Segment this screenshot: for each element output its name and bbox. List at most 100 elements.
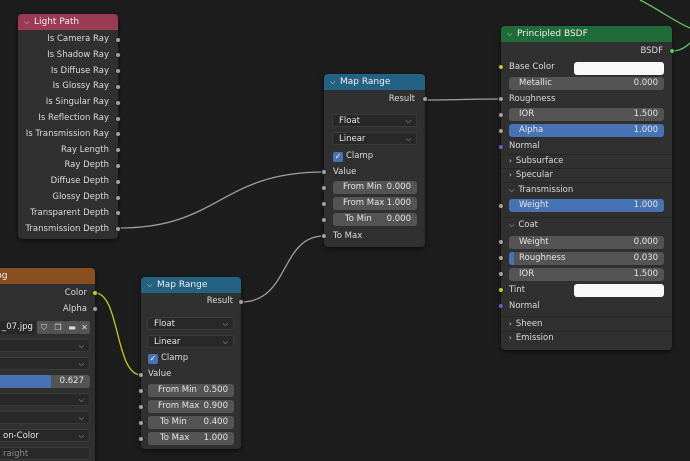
image-filename-field[interactable]: _07.jpg [0,321,36,334]
result-socket[interactable] [422,96,428,102]
blend-slider[interactable]: 0.627 [0,375,90,388]
emission-panel[interactable]: ›Emission [509,333,554,343]
light-path-output-socket[interactable] [115,131,121,138]
folder-icon[interactable]: ▬ [65,321,79,334]
chevron-down-icon: ⌵ [78,396,84,404]
close-icon[interactable]: ✕ [79,321,90,334]
interpolation-select[interactable]: ⌵ [0,339,90,352]
data-type-select[interactable]: Float⌵ [332,114,417,127]
duplicate-icon[interactable]: ❐ [51,321,65,334]
normal-socket[interactable] [498,144,504,150]
extension-select[interactable]: ⌵ [0,393,90,406]
from-min-socket[interactable] [138,388,144,394]
light-path-output-socket[interactable] [115,52,121,59]
principled-bsdf-header[interactable]: ⌵ Principled BSDF [501,26,672,42]
map-range-bottom-node[interactable]: ⌵ Map Range Result Float⌵ Linear⌵ ✓ Clam… [138,277,244,449]
value-socket[interactable] [321,169,327,175]
chevron-down-icon: ⌵ [78,432,84,440]
image-texture-header[interactable]: pg [0,268,95,284]
coat-normal-socket[interactable] [498,303,504,309]
coat-ior-socket[interactable] [498,271,504,277]
alpha-socket[interactable] [92,306,98,312]
principled-bsdf-node[interactable]: ⌵ Principled BSDF BSDF Base Color Metall… [498,26,675,350]
map-range-top-node[interactable]: ⌵ Map Range Result Float⌵ Linear⌵ ✓ Clam… [321,74,428,247]
color-socket[interactable] [92,290,98,296]
ior-socket[interactable] [498,112,504,118]
value-socket[interactable] [138,372,144,378]
light-path-output-socket[interactable] [115,194,121,201]
result-socket[interactable] [238,299,244,305]
tint-swatch[interactable] [574,284,664,297]
light-path-output-socket[interactable] [115,68,121,75]
base-color-socket[interactable] [498,64,504,70]
subsurface-panel[interactable]: ›Subsurface [509,156,564,166]
from-max-socket[interactable] [138,404,144,410]
chevron-down-icon[interactable]: ⌵ [147,280,153,289]
to-max-socket[interactable] [321,233,327,239]
light-path-output-socket[interactable] [115,115,121,122]
roughness-socket[interactable] [498,96,504,102]
image-texture-node[interactable]: pg Color Alpha _07.jpg ⛉ ❐ ▬ ✕ ⌵ ⌵ 0.627… [0,268,98,461]
transmission-weight-socket[interactable] [498,203,504,209]
to-max-socket[interactable] [138,436,144,442]
to-min-socket[interactable] [138,420,144,426]
interpolation-select[interactable]: Linear⌵ [147,335,234,348]
light-path-output-socket[interactable] [115,99,121,106]
light-path-output-socket[interactable] [115,147,121,154]
transmission-panel[interactable]: ⌵Transmission [509,185,574,195]
light-path-output-label: Ray Depth [64,160,109,171]
bsdf-socket[interactable] [669,48,675,54]
clamp-checkbox[interactable]: ✓ [333,152,343,162]
projection-select[interactable]: ⌵ [0,357,90,370]
shield-icon[interactable]: ⛉ [37,321,51,334]
specular-panel[interactable]: ›Specular [509,170,553,180]
chevron-down-icon: ⌵ [222,320,228,328]
chevron-down-icon[interactable]: ⌵ [507,29,513,38]
coat-roughness-socket[interactable] [498,255,504,261]
light-path-output-socket[interactable] [115,178,121,185]
light-path-output-socket[interactable] [115,226,121,233]
clamp-checkbox[interactable]: ✓ [148,354,158,364]
map-range-top-header[interactable]: ⌵ Map Range [324,74,425,90]
alpha-mode-select[interactable]: raight [0,447,90,460]
sheen-panel[interactable]: ›Sheen [509,319,543,329]
coat-weight-socket[interactable] [498,239,504,245]
colorspace-select[interactable]: on-Color⌵ [0,429,90,442]
source-select[interactable]: ⌵ [0,411,90,424]
clamp-label: Clamp [346,151,374,161]
alpha-socket[interactable] [498,128,504,134]
light-path-header[interactable]: ⌵ Light Path [18,14,118,30]
interpolation-select[interactable]: Linear⌵ [332,132,417,145]
from-min-socket[interactable] [321,185,327,191]
data-type-select[interactable]: Float⌵ [147,317,234,330]
map-range-bottom-header[interactable]: ⌵ Map Range [141,277,241,293]
chevron-down-icon: ⌵ [78,342,84,350]
to-min-socket[interactable] [321,217,327,223]
light-path-output-socket[interactable] [115,36,121,43]
light-path-output-socket[interactable] [115,210,121,217]
chevron-down-icon[interactable]: ⌵ [330,77,336,86]
tint-socket[interactable] [498,287,504,293]
light-path-output-socket[interactable] [115,162,121,169]
light-path-output-socket[interactable] [115,83,121,90]
chevron-down-icon[interactable]: ⌵ [24,17,30,26]
from-max-socket[interactable] [321,201,327,207]
coat-panel[interactable]: ⌵Coat [509,220,538,230]
base-color-swatch[interactable] [574,62,664,75]
